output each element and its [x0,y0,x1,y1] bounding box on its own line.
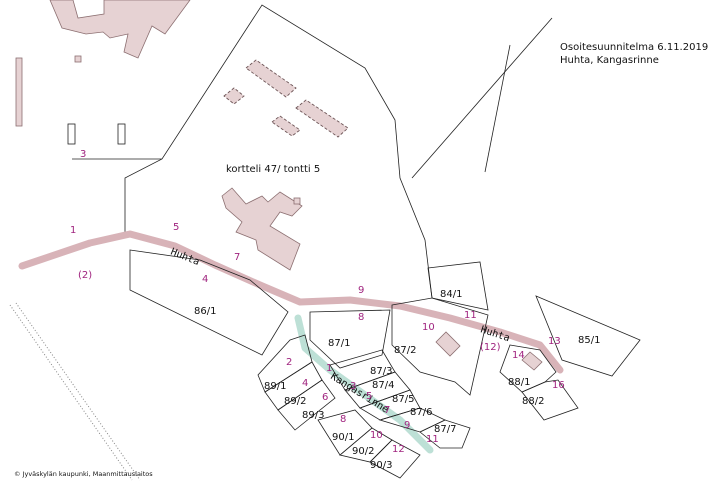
parcel-label: 85/1 [578,335,600,346]
parcel-label: 89/2 [284,396,306,407]
plot-boundary [484,44,511,173]
copyright-text: © Jyväskylän kaupunki, Maanmittauslaitos [14,470,153,478]
address-number: 9 [358,285,364,296]
parcel-label: 87/1 [328,338,350,349]
address-number: 11 [464,310,477,321]
planned-building [223,87,245,105]
road-kangasrinne [294,314,434,454]
plot-87-1 [309,309,391,369]
parcel-label: 88/2 [522,396,544,407]
address-number: 16 [552,380,565,391]
address-number: 10 [370,430,383,441]
address-number: 6 [322,392,328,403]
address-number: 8 [358,312,364,323]
parcel-label: 89/3 [302,410,324,421]
plot-boundary [411,17,553,179]
parcel-label: 87/3 [370,366,392,377]
address-number: 5 [366,391,372,402]
plot-88-2 [521,379,579,421]
building-88-1 [521,351,543,371]
address-number: 14 [512,350,525,361]
block-47-boundary [124,4,433,299]
address-number: (12) [480,342,501,353]
plot-89-3 [277,379,336,431]
plot-90-3 [369,439,421,479]
railway-line [9,304,133,481]
parcel-label: 84/1 [440,289,462,300]
existing-building [49,0,191,59]
parcel-label: 87/4 [372,380,394,391]
address-number: 10 [422,322,435,333]
address-number: 2 [286,357,292,368]
railway-line [15,302,141,481]
street-label-kangasrinne: Kangasrinne [328,371,390,415]
parcel-label: 90/3 [370,460,392,471]
address-number: 1 [70,225,76,236]
small-structure [67,123,76,145]
map-title: Osoitesuunnitelma 6.11.2019 [560,42,708,53]
address-number: 11 [426,434,439,445]
address-number: 13 [548,336,561,347]
existing-building [74,55,82,63]
plot-85-1 [535,295,641,377]
parcel-label: 87/5 [392,394,414,405]
plot-84-1 [427,261,489,311]
parcel-label: 90/2 [352,446,374,457]
address-number: 7 [234,252,240,263]
address-number: (2) [78,270,92,281]
address-number: 8 [340,414,346,425]
block-label: kortteli 47/ tontti 5 [226,164,320,175]
parcel-label: 87/6 [410,407,432,418]
address-number: 7 [384,405,390,416]
parcel-label: 87/7 [434,424,456,435]
planned-building [271,115,301,137]
parcel-label: 89/1 [264,381,286,392]
parcel-label: 87/2 [394,345,416,356]
parcel-label: 90/1 [332,432,354,443]
parcel-label: 86/1 [194,306,216,317]
address-number: 3 [350,381,356,392]
building-87-2 [435,331,461,357]
block-47-building [221,187,303,271]
address-number: 5 [173,222,179,233]
parcel-label: 88/1 [508,377,530,388]
existing-building [15,57,23,127]
map-subtitle: Huhta, Kangasrinne [560,55,659,66]
plot-87-2 [391,297,489,396]
address-number: 4 [302,378,308,389]
address-number: 1 [326,363,332,374]
plot-86-1 [129,249,289,356]
address-number: 12 [392,444,405,455]
address-number: 9 [404,420,410,431]
plot-87-7 [419,419,471,449]
planned-building [295,99,349,138]
small-building [293,197,301,205]
address-number: 3 [80,149,86,160]
address-number: 4 [202,274,208,285]
road-huhta [18,230,564,374]
planned-building [245,59,297,98]
small-structure [117,123,126,145]
